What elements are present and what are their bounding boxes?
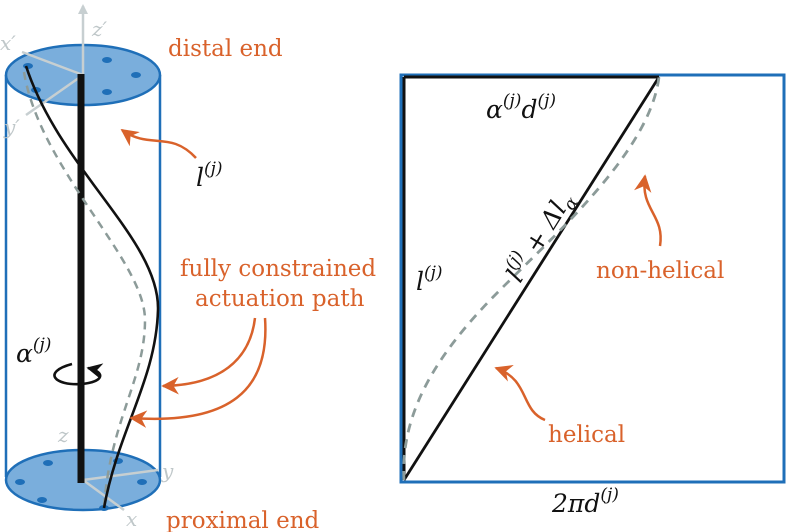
rotation-angle-label: α(j) <box>16 335 51 368</box>
top-edge-label: α(j)d(j) <box>486 91 556 124</box>
axis-y-prime-label: y′ <box>3 115 20 139</box>
helical-arrow <box>494 365 546 422</box>
path-label-line2: actuation path <box>195 286 365 312</box>
helical-label: helical <box>548 422 625 448</box>
axis-z-label: z <box>57 423 69 447</box>
distal-end-label: distal end <box>168 36 283 62</box>
distal-disk-holes <box>23 57 141 95</box>
unrolled-frame <box>399 73 786 484</box>
axis-x-label: x <box>126 507 137 531</box>
axis-x-prime-label: x′ <box>0 31 16 55</box>
tendon-length-label: l(j) <box>196 159 223 192</box>
bottom-edge-label: 2πd(j) <box>551 485 619 518</box>
non-helical-curve <box>402 76 661 481</box>
distal-axes <box>21 4 88 117</box>
path-label-arrow-1 <box>161 317 257 395</box>
helical-diagonal <box>402 76 661 481</box>
non-helical-arrow <box>634 174 662 247</box>
left-edge-label: l(j) <box>416 263 443 296</box>
actuation-path <box>24 65 160 509</box>
non-helical-label: non-helical <box>596 258 724 284</box>
dashed-path <box>22 71 147 509</box>
rotation-arrow-icon <box>53 362 104 386</box>
axis-y-label: y <box>161 459 174 483</box>
tendon-label-arrow <box>120 128 197 159</box>
path-label-arrow-2 <box>129 317 267 428</box>
diagonal-label: l(j) + Δlα <box>497 184 583 290</box>
path-label-line1: fully constrained <box>180 256 376 282</box>
unrolled-figure <box>399 73 786 484</box>
proximal-end-label: proximal end <box>166 508 320 532</box>
cylinder-figure <box>4 4 162 512</box>
axis-z-prime-label: z′ <box>91 17 108 41</box>
